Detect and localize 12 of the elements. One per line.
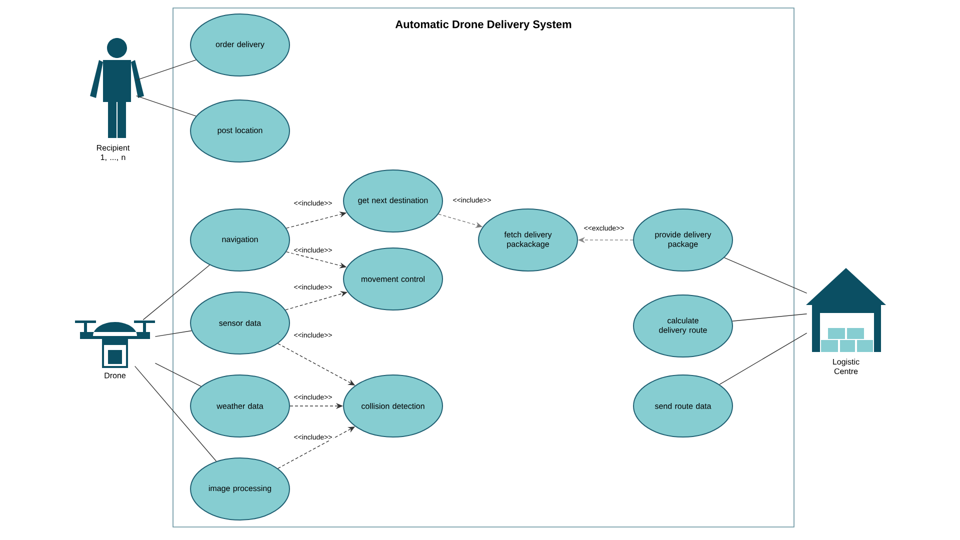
actor-name: Drone	[104, 372, 126, 378]
connector	[142, 264, 210, 320]
connector	[154, 330, 192, 337]
connector	[134, 366, 217, 462]
connector	[732, 313, 808, 322]
actor-name: Recipient 1, ..., n	[97, 144, 130, 162]
connector	[136, 96, 196, 116]
connector	[136, 60, 196, 80]
connector	[724, 257, 808, 294]
actor-name: Logistic Centre	[833, 358, 860, 374]
connector	[719, 332, 808, 385]
connector	[154, 362, 202, 387]
